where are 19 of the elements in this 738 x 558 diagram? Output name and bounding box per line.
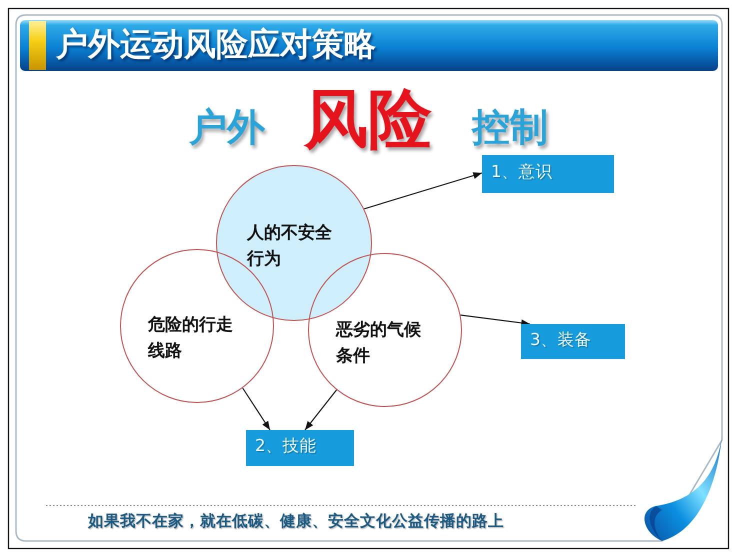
arrow xyxy=(304,390,337,430)
strategy-box xyxy=(482,155,614,193)
arrow xyxy=(242,388,270,430)
heading-word: 风险 xyxy=(304,84,432,158)
arrow xyxy=(460,314,530,326)
risk-factor-label: 危险的行走线路 xyxy=(148,314,234,363)
strategy-label: 2、技能 xyxy=(255,436,316,456)
heading-word: 户外 xyxy=(189,106,265,150)
strategy-box xyxy=(246,430,354,466)
strategy-box xyxy=(521,324,625,359)
strategy-label: 1、意识 xyxy=(491,162,552,182)
risk-factor-label: 人的不安全行为 xyxy=(247,222,333,271)
slide-title: 户外运动风险应对策略 xyxy=(56,25,376,64)
risk-factor-label: 恶劣的气候条件 xyxy=(336,319,422,368)
heading-word: 控制 xyxy=(472,106,548,150)
venn-circle xyxy=(308,253,462,407)
arrow xyxy=(364,172,482,210)
footer-note: 如果我不在家，就在低碳、健康、安全文化公益传播的路上 xyxy=(88,512,504,530)
strategy-label: 3、装备 xyxy=(530,330,592,350)
